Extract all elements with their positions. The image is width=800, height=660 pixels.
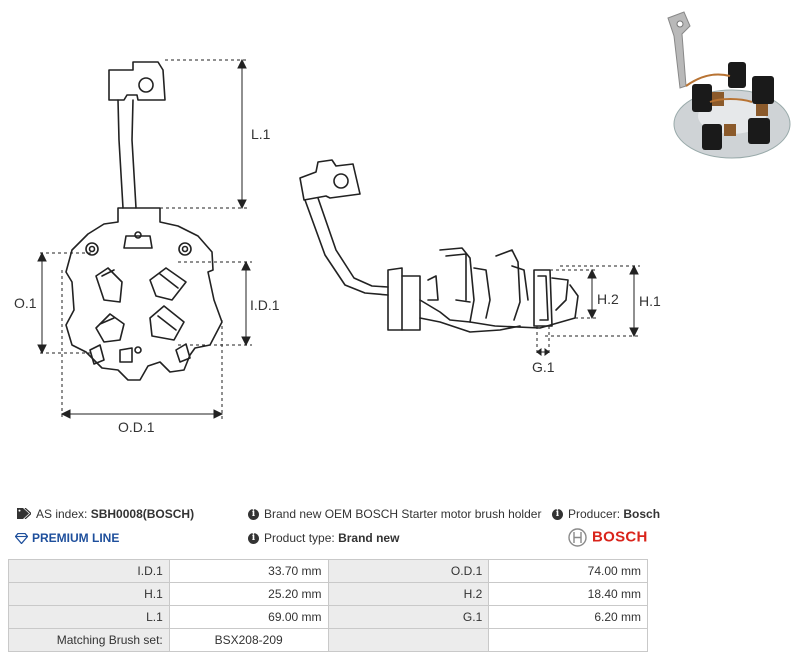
matching-brush-label: Matching Brush set:	[8, 628, 170, 652]
spec-value: 69.00 mm	[168, 605, 329, 629]
spec-label: G.1	[327, 605, 490, 629]
dim-label-od1: O.D.1	[118, 419, 155, 435]
dim-label-id1: I.D.1	[250, 297, 280, 313]
info-icon: i	[552, 509, 563, 521]
diamond-icon	[14, 533, 29, 545]
spec-value: 18.40 mm	[488, 582, 648, 606]
spec-value: 6.20 mm	[488, 605, 648, 629]
side-view-terminal	[299, 159, 389, 296]
bosch-armature-icon	[568, 528, 587, 547]
product-type: i Product type: Brand new	[248, 531, 399, 545]
product-type-label: Product type:	[264, 531, 335, 545]
as-index: AS index: SBH0008(BOSCH)	[17, 507, 194, 522]
spec-value: 25.20 mm	[168, 582, 329, 606]
as-index-label: AS index:	[36, 507, 88, 521]
producer-label: Producer:	[568, 507, 621, 521]
front-view-terminal	[108, 61, 166, 209]
info-icon: i	[248, 533, 259, 545]
spec-label: I.D.1	[8, 559, 170, 583]
dim-label-g1: G.1	[532, 359, 555, 375]
tags-icon	[17, 507, 32, 522]
spec-label: H.1	[8, 582, 170, 606]
as-index-value: SBH0008(BOSCH)	[90, 507, 195, 521]
empty-value-cell	[488, 628, 648, 652]
product-type-value: Brand new	[338, 531, 400, 545]
producer-value: Bosch	[623, 507, 661, 521]
info-icon: i	[248, 509, 259, 521]
dim-label-h2: H.2	[597, 291, 619, 307]
brand-logo-text: BOSCH	[592, 528, 648, 546]
table-row: I.D.1 33.70 mm O.D.1 74.00 mm	[8, 559, 648, 583]
description: i Brand new OEM BOSCH Starter motor brush…	[248, 507, 541, 521]
dim-label-o1: O.1	[14, 295, 37, 311]
description-text: Brand new OEM BOSCH Starter motor brush …	[264, 507, 542, 521]
spec-label: O.D.1	[327, 559, 490, 583]
dim-label-l1: L.1	[251, 126, 271, 142]
empty-label-cell	[327, 628, 490, 652]
dim-label-h1: H.1	[639, 293, 661, 309]
table-row: H.1 25.20 mm H.2 18.40 mm	[8, 582, 648, 606]
premium-line-badge: PREMIUM LINE	[14, 531, 120, 545]
spec-value: 33.70 mm	[168, 559, 329, 583]
spec-label: H.2	[327, 582, 490, 606]
spec-value: 74.00 mm	[488, 559, 648, 583]
matching-brush-value[interactable]: BSX208-209	[168, 628, 329, 652]
specs-table: I.D.1 33.70 mm O.D.1 74.00 mm H.1 25.20 …	[8, 559, 648, 652]
spec-label: L.1	[8, 605, 170, 629]
front-view-holder-plate	[65, 207, 223, 381]
table-row: L.1 69.00 mm G.1 6.20 mm	[8, 605, 648, 629]
product-photo	[660, 6, 794, 166]
bosch-logo: BOSCH	[568, 528, 648, 547]
producer: i Producer: Bosch	[552, 507, 660, 521]
premium-line-label: PREMIUM LINE	[32, 531, 120, 545]
table-row: Matching Brush set: BSX208-209	[8, 628, 648, 652]
side-view-holder	[387, 247, 579, 333]
technical-drawing: L.1 O.1 I.D.1 O.D.1 H.2 H.1 G.1	[14, 58, 661, 435]
